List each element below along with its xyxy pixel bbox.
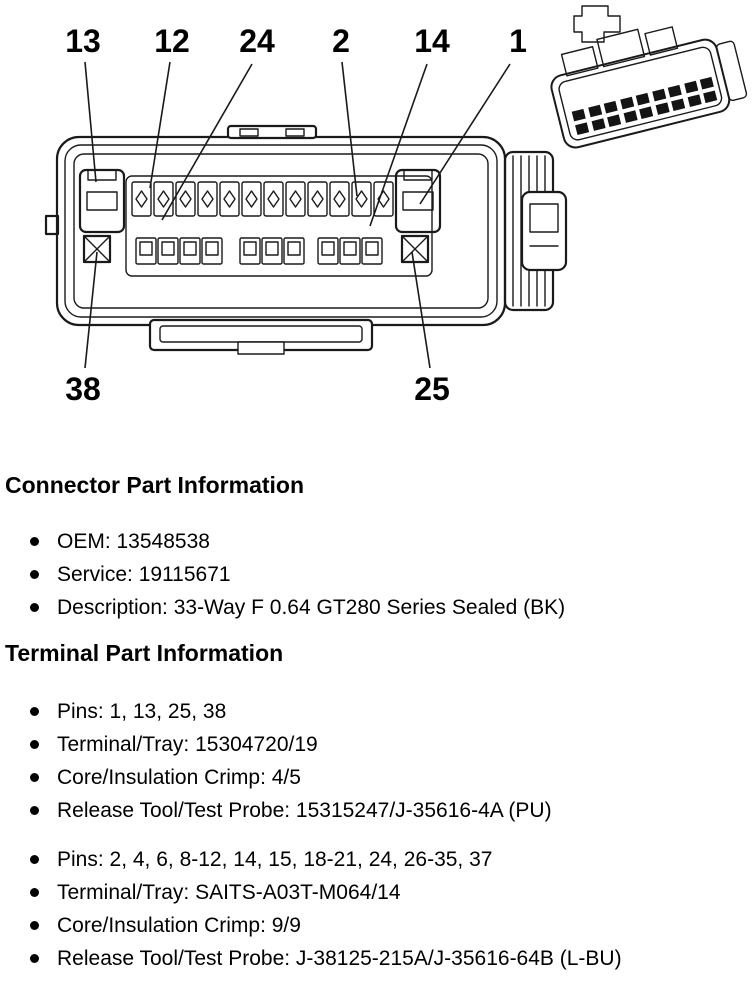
part-information-text: Connector Part Information OEM: 13548538… [0,472,752,975]
leader-line [411,251,431,369]
list-item-service: Service: 19115671 [5,558,744,591]
terminal-part-information-title: Terminal Part Information [5,640,284,666]
connector-face-diagram: 13 12 24 2 14 1 38 25 [44,5,748,407]
callout-label-1: 1 [509,23,527,59]
iso-connector-view [550,5,748,149]
callout-label-2: 2 [332,23,350,59]
list-item-crimp-2: Core/Insulation Crimp: 9/9 [5,909,744,942]
callout-label-38: 38 [65,371,101,407]
bottom-protrusion [148,318,374,355]
callout-label-14: 14 [414,23,450,59]
callout-label-24: 24 [239,23,275,59]
leader-line [84,251,98,369]
latch-left [78,168,126,234]
callout-labels: 13 12 24 2 14 1 38 25 [65,23,527,407]
list-item-oem: OEM: 13548538 [5,525,744,558]
terminal-row-top [130,180,395,218]
housing-outline-inner [73,153,489,309]
list-item-release-tool-1: Release Tool/Test Probe: 15315247/J-3561… [5,794,744,827]
housing-outline-mid [64,144,498,318]
cavity-frame [125,175,433,277]
iso-terminal-grid [571,76,718,136]
terminal-info-list-group-1: Pins: 1, 13, 25, 38 Terminal/Tray: 15304… [5,695,744,827]
connector-info-list: OEM: 13548538 Service: 19115671 Descript… [5,525,744,624]
latch-right [394,168,442,234]
cavity-38 [82,234,112,264]
top-lock-tab [226,124,318,140]
callout-label-25: 25 [414,371,450,407]
leader-line [341,61,358,197]
side-lock [520,190,568,272]
list-item-crimp-1: Core/Insulation Crimp: 4/5 [5,761,744,794]
list-item-pins-1: Pins: 1, 13, 25, 38 [5,695,744,728]
list-item-terminal-tray-2: Terminal/Tray: SAITS-A03T-M064/14 [5,876,744,909]
connector-body [44,124,568,355]
leader-line [149,61,171,189]
leader-line [84,61,97,183]
callout-label-13: 13 [65,23,101,59]
cavity-25 [400,234,430,264]
terminal-row-bottom [134,236,384,266]
list-item-release-tool-2: Release Tool/Test Probe: J-38125-215A/J-… [5,942,744,975]
leader-line [161,63,253,221]
connector-part-information-title: Connector Part Information [5,472,305,498]
list-item-pins-2: Pins: 2, 4, 6, 8-12, 14, 15, 18-21, 24, … [5,843,744,876]
leader-line [419,63,511,205]
list-item-terminal-tray-1: Terminal/Tray: 15304720/19 [5,728,744,761]
terminal-info-list-group-2: Pins: 2, 4, 6, 8-12, 14, 15, 18-21, 24, … [5,843,744,975]
iso-top-bracket [573,5,621,43]
callout-label-12: 12 [154,23,190,59]
list-item-description: Description: 33-Way F 0.64 GT280 Series … [5,591,744,624]
left-edge-nub [44,214,60,236]
